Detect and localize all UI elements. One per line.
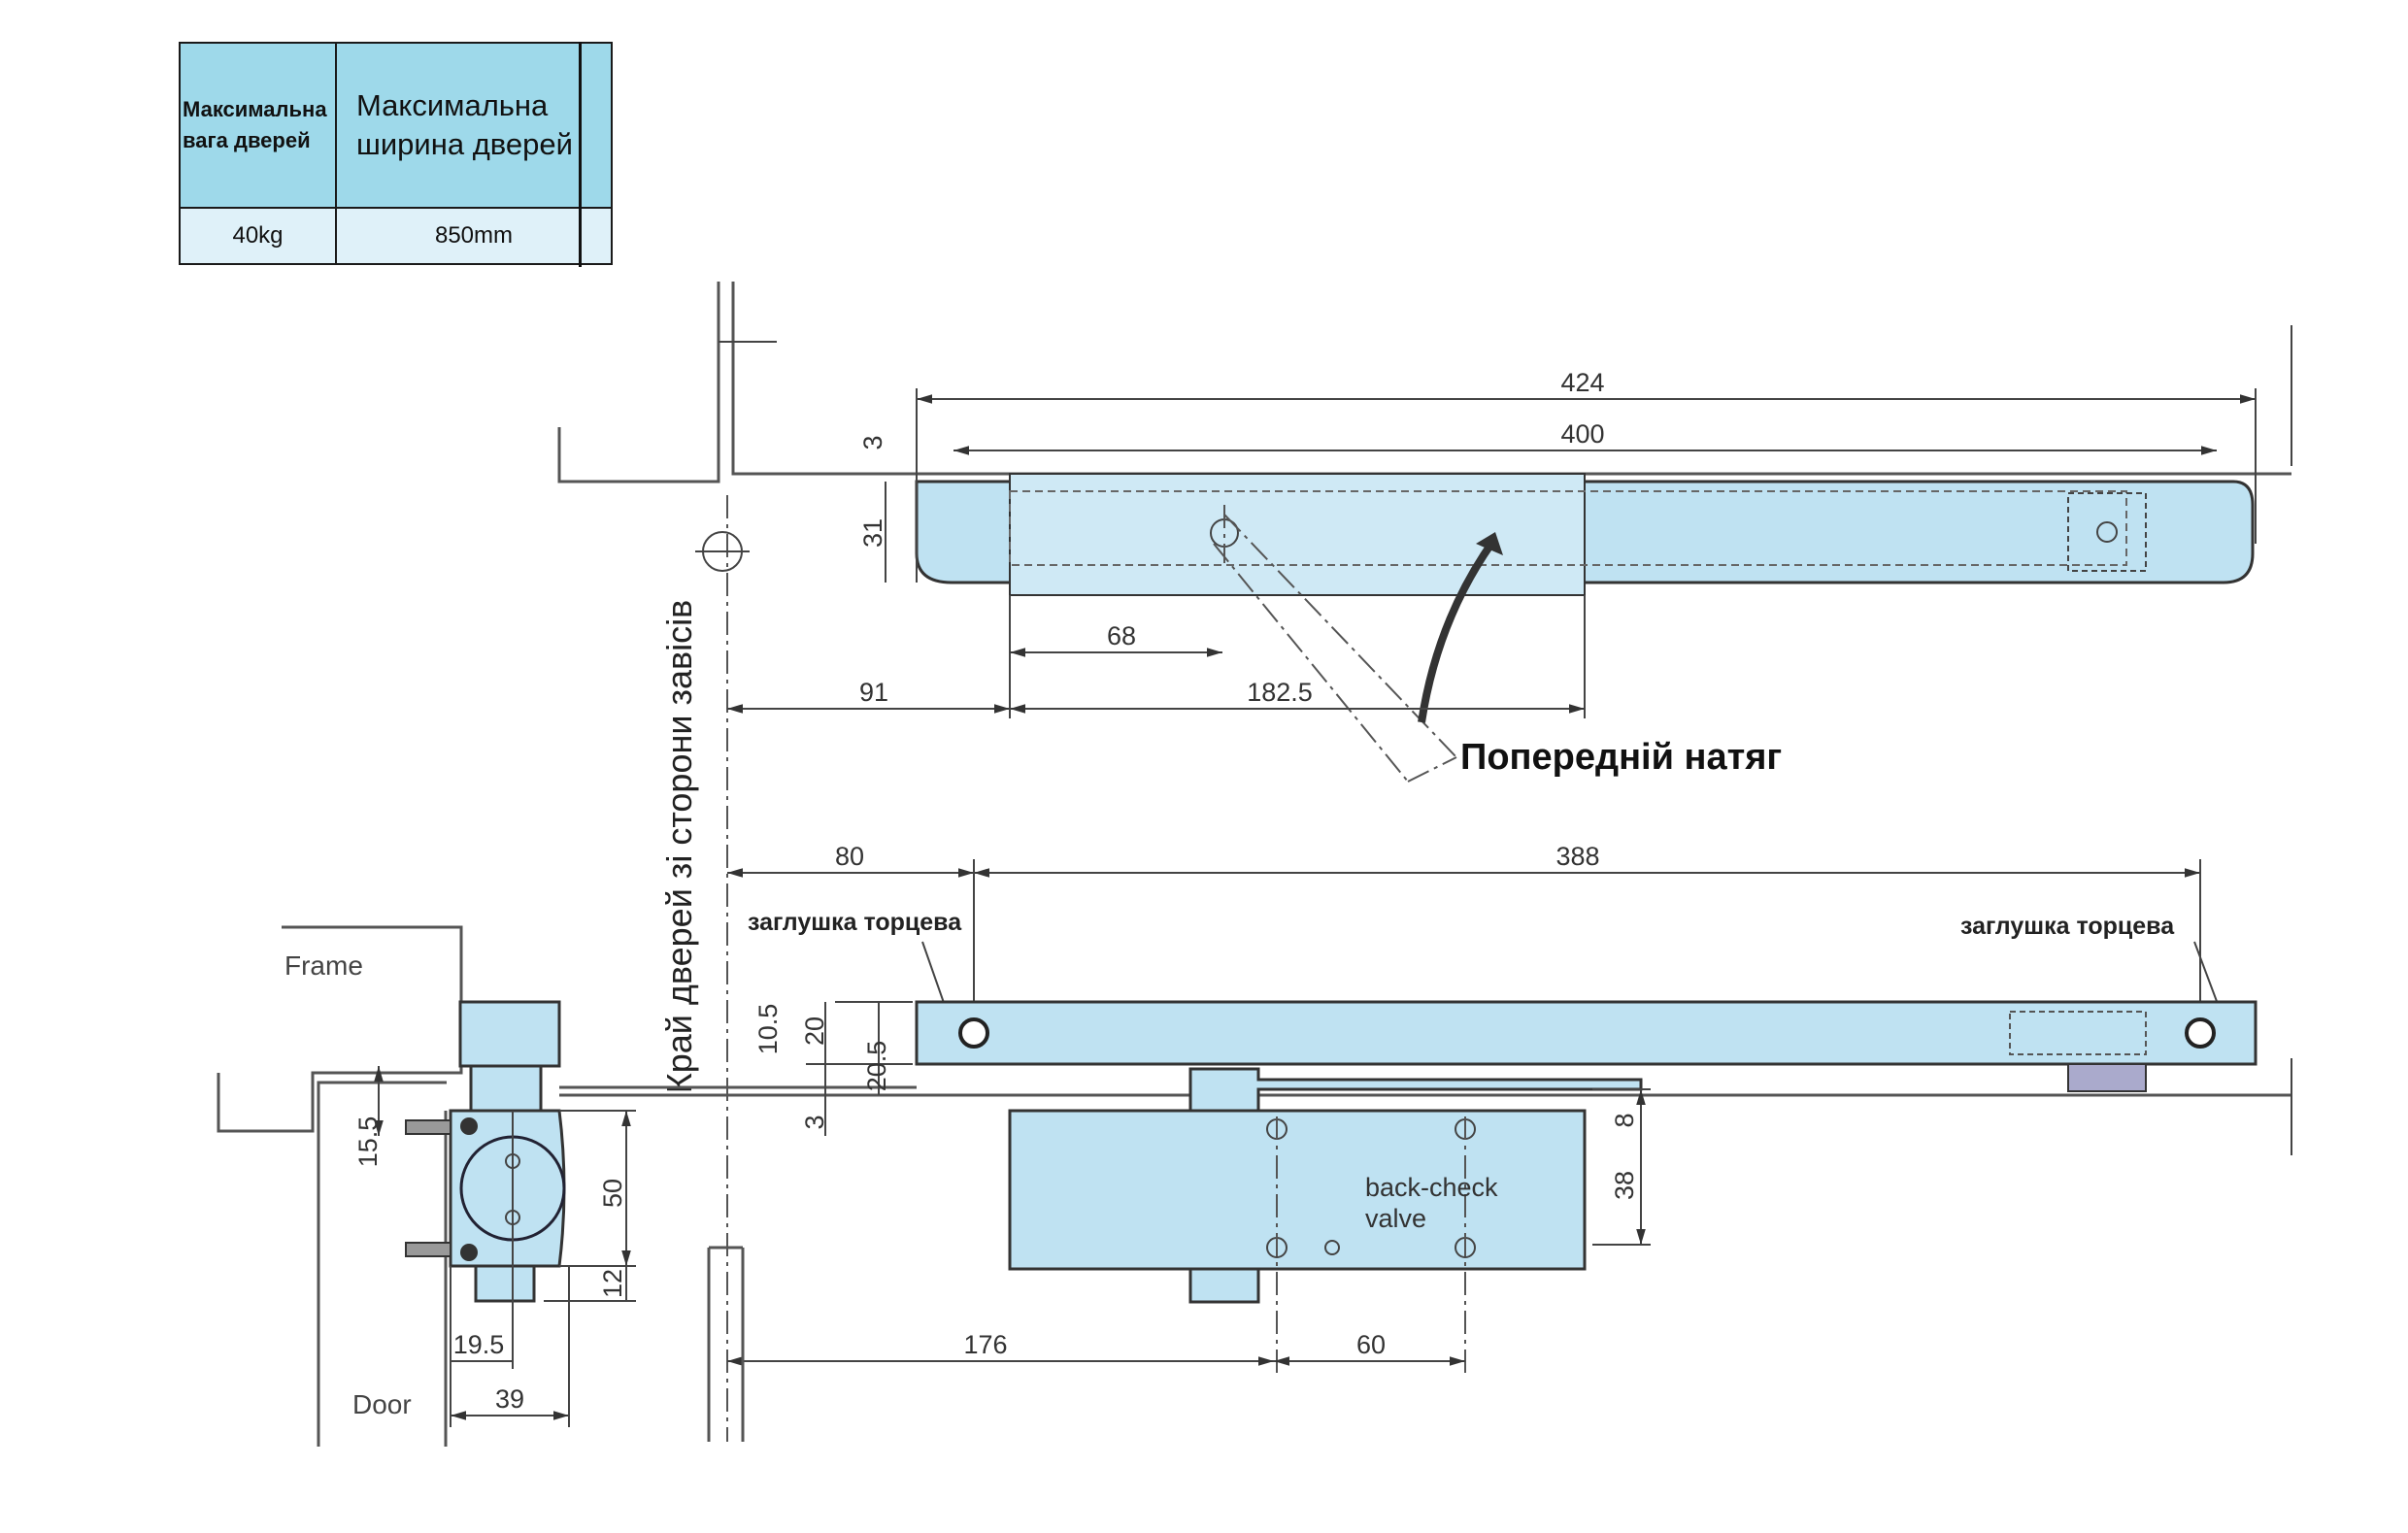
- value-max-weight: 40kg: [179, 207, 337, 265]
- dim-20: 20: [800, 1016, 829, 1046]
- door-label: Door: [352, 1389, 412, 1419]
- dim-3-bottom: 3: [800, 1115, 829, 1129]
- frame-label: Frame: [284, 950, 363, 981]
- value-max-width: 850mm: [335, 207, 613, 265]
- header-max-weight: Максимальна вага дверей: [179, 42, 337, 209]
- pretension-label: Попередній натяг: [1460, 737, 1782, 778]
- screw-icon: [958, 1017, 989, 1049]
- dim-388: 388: [1555, 842, 1599, 871]
- dim-50: 50: [598, 1179, 627, 1208]
- side-view: Frame Door 15.5 50 12 19.5 39: [217, 925, 636, 1447]
- header-max-width: Максимальна ширина дверей: [335, 42, 613, 209]
- dim-3: 3: [858, 435, 887, 450]
- end-cap-right-label: заглушка торцева: [1960, 913, 2175, 940]
- dim-10-5: 10.5: [753, 1004, 783, 1055]
- closer-body: [1008, 1109, 1587, 1271]
- body-nub: [1188, 1267, 1260, 1304]
- dim-15-5: 15.5: [353, 1116, 383, 1168]
- end-cap-left-label: заглушка торцева: [748, 909, 962, 936]
- spec-table: Максимальна вага дверей Максимальна шири…: [179, 42, 613, 265]
- back-check-label-1: back-check: [1365, 1173, 1498, 1202]
- bottom-view: 80 388 заглушка торцева заглушка торцева…: [559, 842, 2292, 1442]
- dim-68: 68: [1107, 621, 1136, 650]
- dim-19-5: 19.5: [453, 1330, 505, 1359]
- dim-60: 60: [1356, 1330, 1386, 1359]
- frame-outline: [557, 282, 2291, 483]
- dim-12: 12: [598, 1269, 627, 1298]
- top-view: Попередній натяг 424 400 3 31 68 91 182.…: [557, 282, 2292, 1442]
- screw-icon: [2185, 1017, 2216, 1049]
- dim-80: 80: [835, 842, 864, 871]
- dim-31: 31: [858, 518, 887, 548]
- dim-176: 176: [963, 1330, 1007, 1359]
- dim-38: 38: [1610, 1171, 1639, 1200]
- dim-20-5: 20.5: [862, 1041, 891, 1092]
- separator-line: [579, 42, 582, 267]
- dim-91: 91: [859, 678, 888, 707]
- dim-400: 400: [1560, 419, 1604, 449]
- back-check-label-2: valve: [1365, 1204, 1426, 1233]
- dim-39: 39: [495, 1384, 524, 1414]
- door-edge-label: Край дверей зі сторони завісів: [659, 600, 699, 1093]
- dim-424: 424: [1560, 368, 1604, 397]
- side-rail: [458, 1000, 561, 1068]
- rail-bottom: [915, 1000, 2258, 1066]
- dim-182-5: 182.5: [1247, 678, 1313, 707]
- pretension-arrow-icon: [1418, 541, 1495, 723]
- arm-connector: [1188, 1067, 1643, 1113]
- dim-8: 8: [1610, 1113, 1639, 1127]
- slider-housing: [1009, 473, 1586, 596]
